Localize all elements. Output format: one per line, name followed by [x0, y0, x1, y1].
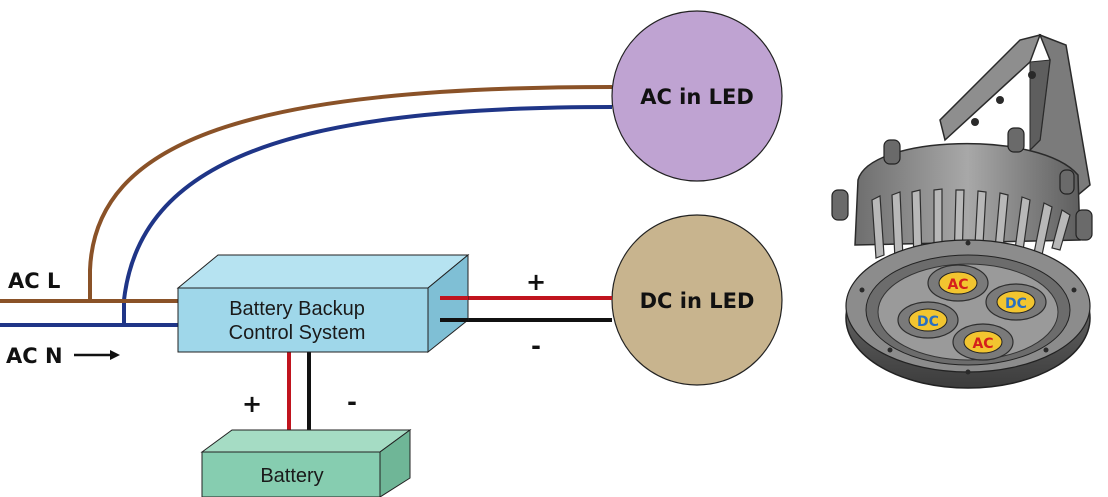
battery-backup-control-system: Battery Backup Control System [176, 253, 470, 354]
ac-n-label: AC N [6, 344, 63, 368]
chip-label: DC [917, 314, 939, 330]
ac-in-led-label: AC in LED [640, 85, 754, 109]
ac-n-wire [0, 105, 613, 327]
controller-label-line1: Battery Backup [229, 298, 365, 320]
dc-minus-sign: - [531, 332, 541, 360]
dc-plus-sign: + [526, 268, 546, 296]
chip-label: AC [972, 336, 993, 352]
dc-in-led-label: DC in LED [640, 289, 755, 313]
ac-l-label: AC L [8, 269, 60, 293]
battery-label: Battery [260, 465, 323, 487]
right-arrow-icon [74, 350, 120, 360]
chip-label: DC [1005, 296, 1027, 312]
controller-label-line2: Control System [229, 322, 366, 344]
fixture-chip-dc-left: DC [908, 308, 948, 332]
battery-minus-sign: - [347, 388, 357, 416]
fixture-chip-ac-bottom: AC [963, 330, 1003, 354]
led-fixture-illustration: AC DC DC AC [831, 33, 1093, 389]
fixture-chip-dc-right: DC [996, 290, 1036, 314]
battery-plus-sign: + [242, 390, 262, 418]
battery-box: Battery [200, 429, 412, 497]
ac-l-wire [0, 85, 613, 303]
chip-label: AC [947, 277, 968, 293]
fixture-chip-ac-top: AC [938, 271, 978, 295]
ac-in-led-circle [611, 10, 783, 182]
